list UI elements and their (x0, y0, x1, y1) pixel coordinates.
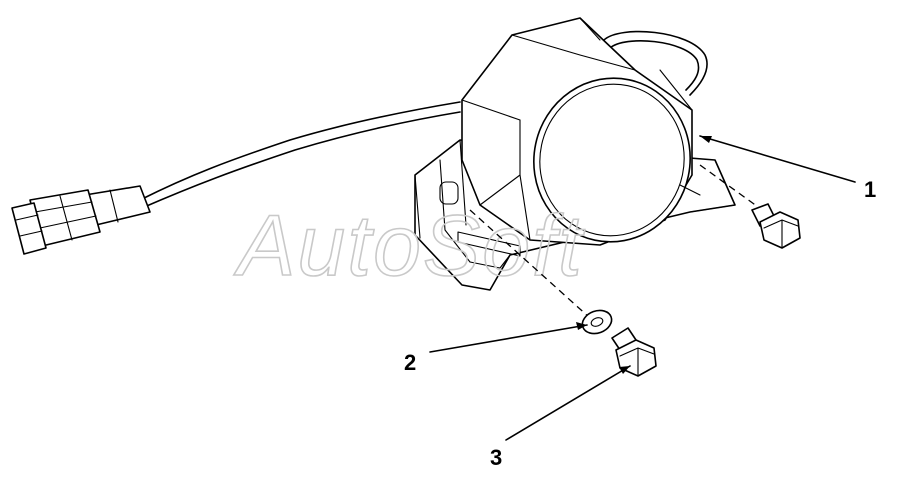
bolt (611, 327, 657, 377)
leader-line-3 (505, 365, 631, 441)
arrowhead-1 (700, 136, 712, 143)
leader-line-2 (429, 324, 588, 353)
assembly-axis (469, 209, 591, 319)
leader-line-1 (699, 135, 856, 183)
callout-1: 1 (864, 177, 876, 202)
callout-3: 3 (490, 445, 502, 470)
callout-2: 2 (404, 350, 416, 375)
watermark-text: AutoSoft (233, 198, 585, 294)
cable (139, 30, 708, 209)
arrowhead-3 (619, 366, 630, 374)
bolt-right (699, 164, 801, 249)
connector (11, 185, 151, 255)
washer (581, 309, 613, 335)
arrowhead-2 (576, 322, 587, 330)
alarm-unit (461, 17, 701, 246)
